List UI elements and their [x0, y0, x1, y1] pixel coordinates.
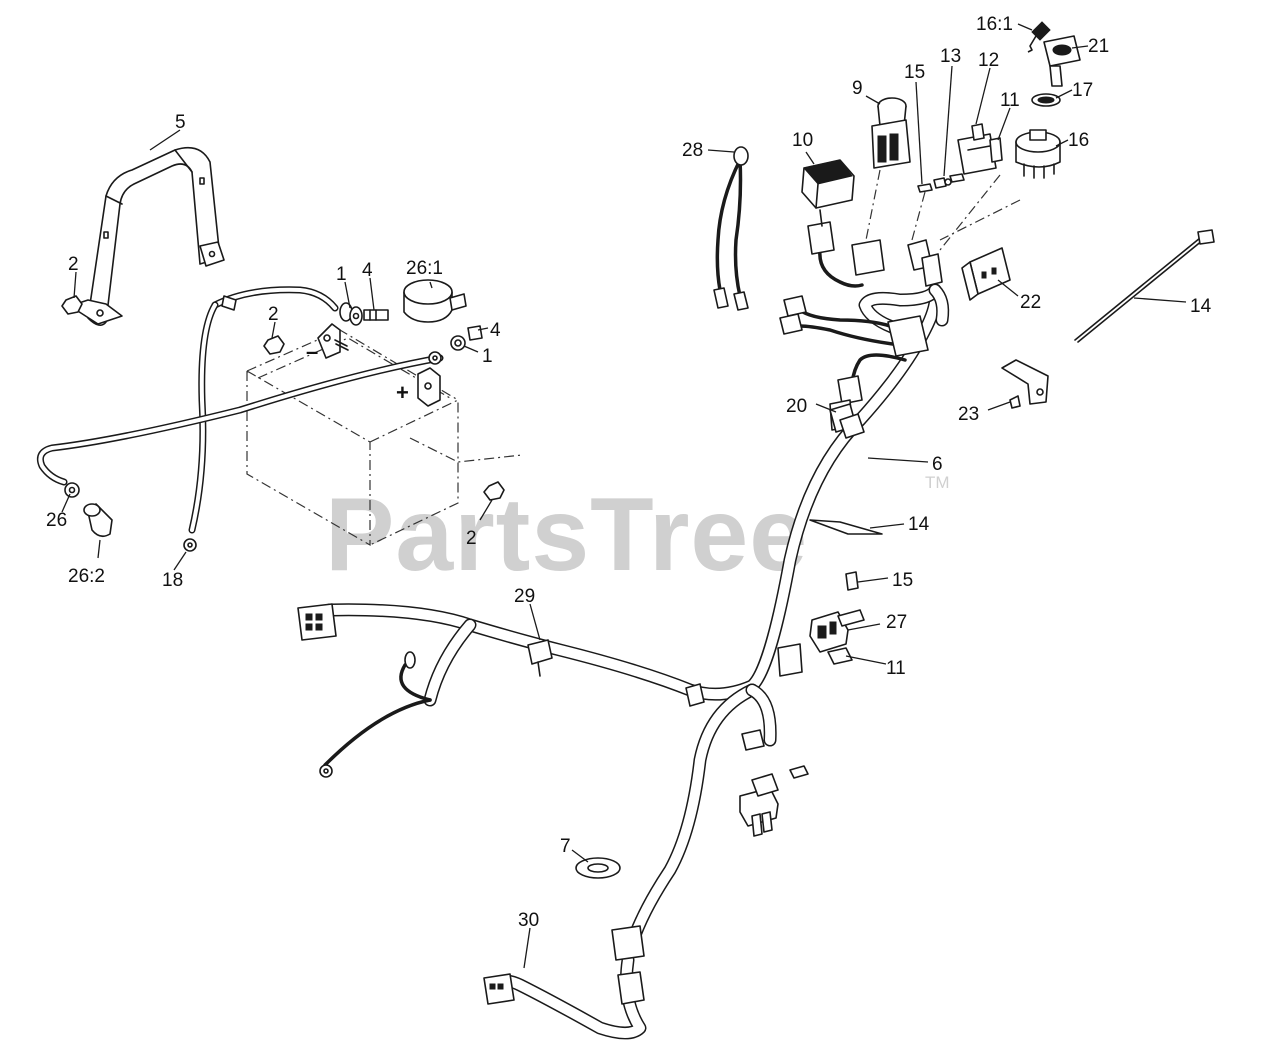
callout-21: 21 [1088, 36, 1109, 57]
cable-28 [713, 146, 749, 311]
leader-lines [61, 23, 1187, 969]
callout-2: 2 [268, 304, 279, 325]
pto-switch-9 [865, 97, 911, 241]
watermark: PartsTree TM [325, 473, 950, 593]
ignition-switch-16 [939, 129, 1061, 251]
callout-2: 2 [466, 528, 477, 549]
callout-17: 17 [1072, 80, 1093, 101]
harness-clamps [527, 639, 705, 707]
callout-15: 15 [892, 570, 913, 591]
callout-29: 29 [514, 586, 535, 607]
callouts: 5 2 1 4 26:1 2 4 1 26 26:2 18 2 28 10 9 … [46, 14, 1212, 931]
callout-16-1: 16:1 [976, 14, 1013, 35]
callout-23: 23 [958, 404, 979, 425]
ignition-key-21 [1043, 35, 1081, 87]
relay-22 [961, 247, 1011, 301]
callout-26-2: 26:2 [68, 566, 105, 587]
fuse-holder-20 [829, 403, 865, 439]
ignition-nut-17 [1031, 93, 1061, 107]
callout-26: 26 [46, 510, 67, 531]
callout-15: 15 [904, 62, 925, 83]
callout-4: 4 [490, 320, 501, 341]
battery-negative-sign: – [306, 339, 318, 364]
terminal-boot-small [83, 503, 113, 538]
callout-14: 14 [908, 514, 930, 535]
brake-switch-assembly [739, 765, 809, 837]
watermark-text: PartsTree [325, 477, 808, 593]
battery-terminals [317, 323, 441, 407]
watermark-trademark: TM [925, 473, 950, 492]
callout-18: 18 [162, 570, 183, 591]
switch-10 [801, 159, 855, 227]
callout-1: 1 [336, 264, 347, 285]
callout-28: 28 [682, 140, 703, 161]
seat-switch-27 [809, 571, 865, 665]
callout-11: 11 [886, 658, 906, 679]
battery-cables [36, 286, 444, 552]
harness-upper-connectors [779, 221, 943, 431]
callout-5: 5 [175, 112, 186, 133]
battery-hold-down-bracket [69, 146, 225, 326]
callout-22: 22 [1020, 292, 1041, 313]
callout-27: 27 [886, 612, 907, 633]
callout-10: 10 [792, 130, 813, 151]
callout-2: 2 [68, 254, 79, 275]
callout-7: 7 [560, 836, 571, 857]
cable-tie-harness [809, 519, 883, 535]
callout-16: 16 [1068, 130, 1089, 151]
callout-9: 9 [852, 78, 863, 99]
callout-20: 20 [786, 396, 807, 417]
callout-13: 13 [940, 46, 961, 67]
callout-26-1: 26:1 [406, 258, 443, 279]
battery-hardware [61, 295, 505, 501]
callout-11: 11 [1000, 90, 1020, 111]
mounting-bracket-23 [1001, 359, 1049, 409]
main-wiring-harness [297, 283, 950, 1040]
callout-1: 1 [482, 346, 493, 367]
callout-4: 4 [362, 260, 373, 281]
ignition-key-16-1 [1027, 21, 1051, 53]
cable-tie-long [1074, 229, 1215, 343]
battery-positive-sign: + [396, 380, 409, 405]
callout-6: 6 [932, 454, 943, 475]
screws-15-13 [911, 173, 965, 241]
callout-30: 30 [518, 910, 539, 931]
callout-14: 14 [1190, 296, 1212, 317]
interlock-switch-12 [957, 123, 1003, 175]
grommet-7 [575, 857, 621, 879]
terminal-boot-large [403, 279, 467, 323]
callout-12: 12 [978, 50, 999, 71]
